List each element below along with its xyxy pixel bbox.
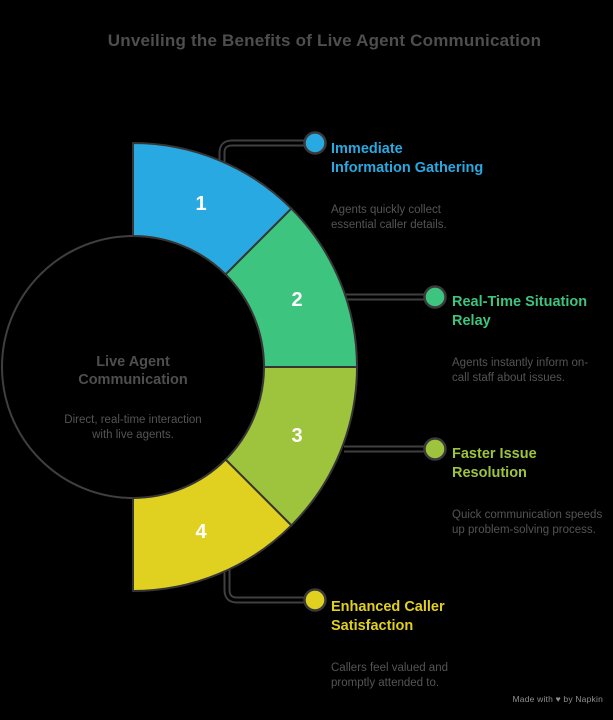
segment-1-number: 1 [195,193,206,215]
hub-text-block: Live Agent Communication Direct, real-ti… [33,335,233,461]
segment-4-number: 4 [195,521,207,543]
label-block-1: Immediate Information Gathering Agents q… [331,122,531,251]
bullet-dot-3 [423,437,447,461]
label-4-heading: Enhanced Caller Satisfaction [331,599,445,634]
bullet-dot-4 [303,588,327,612]
label-4-description: Callers feel valued and promptly attende… [331,662,448,689]
segment-3-number: 3 [291,425,302,447]
bullet-dot-2 [423,285,447,309]
label-block-4: Enhanced Caller Satisfaction Callers fee… [331,580,531,709]
segment-4-arc [132,458,293,592]
label-3-heading: Faster Issue Resolution [452,446,537,481]
label-block-3: Faster Issue Resolution Quick communicat… [452,427,613,556]
bullet-dot-1 [303,131,327,155]
segment-2-number: 2 [291,289,302,311]
label-3-description: Quick communication speeds up problem-so… [452,509,603,536]
label-1-heading: Immediate Information Gathering [331,141,484,176]
label-block-2: Real-Time Situation Relay Agents instant… [452,275,613,404]
hub-description: Direct, real-time interaction with live … [64,414,202,441]
hub-title: Live Agent Communication [78,354,188,388]
label-2-description: Agents instantly inform on- call staff a… [452,357,589,384]
label-1-description: Agents quickly collect essential caller … [331,204,447,231]
page-title: Unveiling the Benefits of Live Agent Com… [107,31,542,50]
connector-line-4 [223,568,304,604]
connector-line-1 [218,139,304,170]
watermark: Made with ♥ by Napkin [512,694,603,704]
label-2-heading: Real-Time Situation Relay [452,294,588,329]
